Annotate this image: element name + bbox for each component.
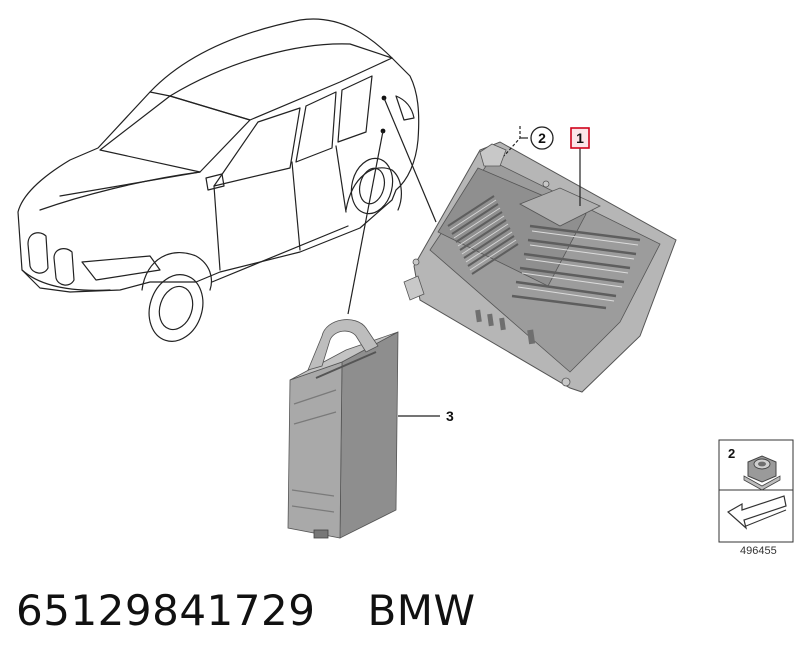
callout-3: 3 xyxy=(398,408,454,424)
callout-1: 1 xyxy=(570,127,590,206)
part-3-module xyxy=(287,319,399,539)
hex-nut-icon xyxy=(743,455,781,491)
caption: 65129841729 BMW xyxy=(16,586,476,635)
leader-lines xyxy=(347,97,437,315)
hardware-legend-panel: 2 496455 xyxy=(718,439,794,557)
callout-1-label: 1 xyxy=(576,130,584,146)
part-number: 65129841729 xyxy=(16,586,316,635)
legend-item-number: 2 xyxy=(728,446,735,461)
callout-3-label: 3 xyxy=(446,408,454,424)
callout-2-label: 2 xyxy=(538,130,546,146)
parts-diagram: 2 1 3 2 xyxy=(17,18,794,557)
arrow-icon xyxy=(726,495,787,530)
brand-name: BMW xyxy=(367,586,476,635)
part-1-control-module xyxy=(403,141,677,393)
diagram-reference-id: 496455 xyxy=(740,545,777,557)
callout-2: 2 xyxy=(503,126,554,157)
vehicle-outline xyxy=(17,18,420,342)
